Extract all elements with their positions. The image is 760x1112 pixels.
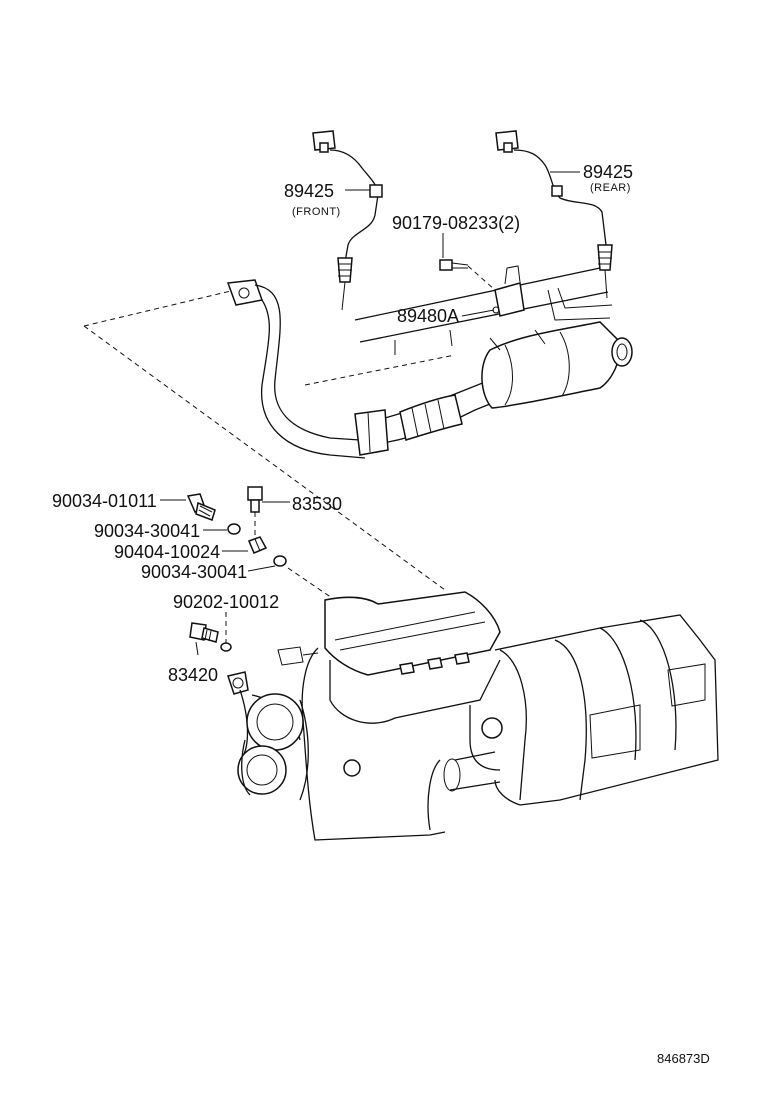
label-89480a: 89480A [397,306,459,326]
label-90034-30041-b: 90034-30041 [141,562,247,582]
label-83420: 83420 [168,665,218,685]
engine-block [227,591,527,841]
label-83530: 83530 [292,494,342,514]
leader-lines [160,171,580,656]
diagram-reference: 846873D [657,1051,710,1066]
exhaust-pipe-assembly [83,259,633,591]
label-90404-10024: 90404-10024 [114,542,220,562]
label-89425-front: 89425 [284,181,334,201]
label-front-note: (FRONT) [292,206,341,218]
label-90034-01011: 90034-01011 [52,491,157,511]
label-90034-30041-a: 90034-30041 [94,521,200,541]
transmission [443,614,719,806]
labels: 89425 (FRONT) 89425 (REAR) 90179-08233(2… [52,162,710,1066]
label-rear-note: (REAR) [590,182,631,194]
oxygen-sensor-rear [495,130,613,299]
label-90202-10012: 90202-10012 [173,592,279,612]
label-90179-08233: 90179-08233(2) [392,213,520,233]
label-89425-rear: 89425 [583,162,633,182]
oxygen-sensor-front [312,130,383,311]
fittings-group [186,486,336,652]
